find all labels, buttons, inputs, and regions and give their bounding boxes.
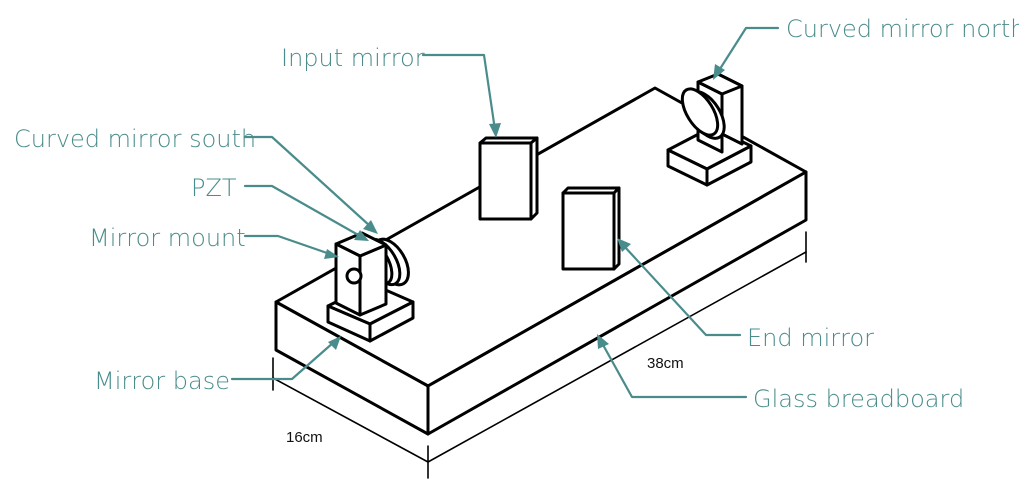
end-mirror-front [561, 191, 616, 271]
mirror-mount-label: Mirror mount [89, 224, 246, 252]
mirror-base-leader [230, 340, 336, 381]
callout-mirror-base: Mirror base [94, 336, 341, 395]
mirror-mount-arrowhead [324, 249, 339, 259]
glass-breadboard-leader [600, 341, 748, 399]
input-mirror-front [478, 141, 533, 221]
callout-mirror-mount: Mirror mount [89, 224, 339, 259]
mirror-mount-leader [243, 234, 332, 256]
curved-mirror-north-label: Curved mirror north [786, 15, 1019, 43]
breadboard-side-face [426, 170, 808, 436]
input-mirror-leader [421, 53, 497, 132]
glass-breadboard-arrowhead [597, 334, 609, 349]
curved-mirror-north-assembly [666, 72, 753, 187]
callout-curved-mirror-north: Curved mirror north [713, 15, 1019, 80]
length-dimension-line [427, 251, 807, 463]
mirror-base-label: Mirror base [94, 367, 230, 395]
callout-glass-breadboard: Glass breadboard [597, 334, 964, 413]
input-mirror-label: Input mirror [281, 44, 425, 72]
glass-breadboard-label: Glass breadboard [753, 385, 964, 413]
end-mirror-label: End mirror [747, 324, 874, 352]
callout-pzt: PZT [191, 174, 369, 241]
callout-end-mirror: End mirror [617, 238, 874, 352]
curved-mirror-south-assembly [326, 231, 415, 343]
end-mirror-leader [622, 244, 742, 337]
end-mirror-arrowhead [617, 238, 631, 252]
pzt-leader [243, 184, 362, 238]
south-mirror-base-side [368, 300, 415, 343]
pzt-arrowhead [354, 230, 369, 241]
dimension-length: 38cm [427, 231, 807, 479]
input-mirror-arrowhead [489, 123, 501, 138]
width-dimension-line [272, 377, 429, 463]
curved-mirror-south-label: Curved mirror south [14, 125, 256, 153]
pzt-label: PZT [191, 174, 237, 202]
callout-curved-mirror-south: Curved mirror south [14, 125, 378, 234]
mirror-base-arrowhead [328, 336, 341, 350]
curved-mirror-north-arrowhead [713, 64, 725, 80]
north-mirror-face [680, 87, 720, 137]
north-mirror-base-side [705, 144, 753, 187]
curved-mirror-north-leader [716, 26, 780, 74]
end-mirror [561, 186, 621, 271]
input-mirror [478, 136, 539, 221]
callout-input-mirror: Input mirror [281, 44, 501, 138]
south-mount-hole [345, 267, 363, 285]
north-mount-top [696, 72, 744, 96]
dimension-width: 16cm [272, 357, 429, 463]
curved-mirror-south-leader [243, 135, 372, 228]
width-label: 16cm [286, 429, 323, 446]
curved-mirror-south-arrowhead [363, 220, 378, 234]
length-label: 38cm [647, 355, 684, 372]
